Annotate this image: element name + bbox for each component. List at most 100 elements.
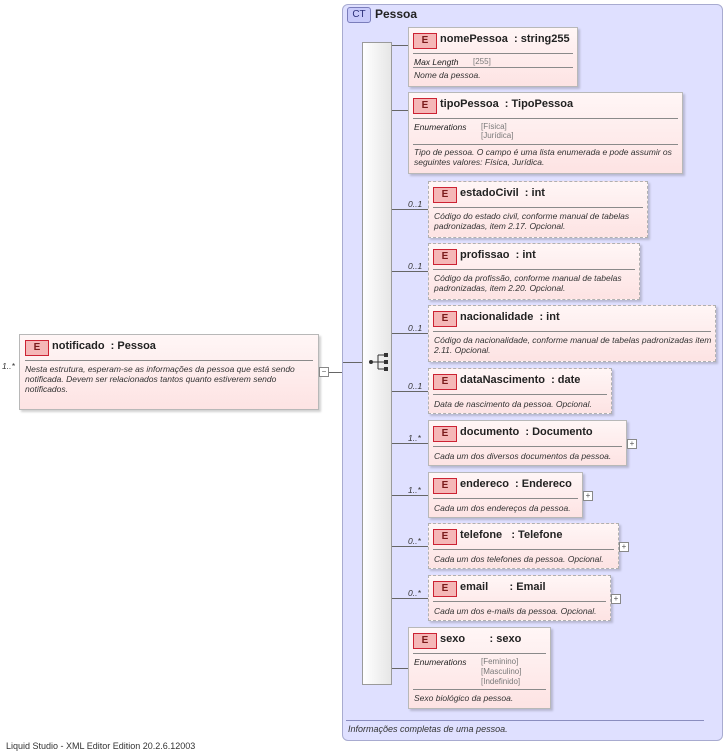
element-title: tipoPessoa : TipoPessoa <box>440 98 574 110</box>
element-cardinality: 0..* <box>408 536 421 546</box>
root-element-node[interactable]: E notificado : Pessoa Nesta estrutura, e… <box>19 334 319 410</box>
element-node-nomePessoa[interactable]: E nomePessoa : string255 Max Length [255… <box>408 27 578 87</box>
separator <box>433 498 578 499</box>
separator <box>413 53 573 54</box>
connector-line <box>392 668 408 669</box>
element-badge: E <box>413 98 437 114</box>
element-node-dataNascimento[interactable]: E dataNascimento : date Data de nascimen… <box>428 368 612 414</box>
complex-type-description: Informações completas de uma pessoa. <box>348 724 508 734</box>
element-badge: E <box>433 311 457 327</box>
separator <box>25 360 313 361</box>
connector-line <box>392 598 428 599</box>
separator <box>433 601 606 602</box>
facet-value: [255] <box>473 57 491 66</box>
facet-label: Max Length <box>414 57 459 67</box>
complex-type-title: Pessoa <box>375 7 418 21</box>
element-cardinality: 0..1 <box>408 199 423 209</box>
element-title: estadoCivil : int <box>460 187 545 199</box>
element-description: Cada um dos telefones da pessoa. Opciona… <box>434 554 604 564</box>
element-node-nacionalidade[interactable]: E nacionalidade : int Código da nacional… <box>428 305 716 362</box>
element-cardinality: 0..* <box>408 588 421 598</box>
element-cardinality: 1..* <box>408 433 421 443</box>
element-node-email[interactable]: E email : Email Cada um dos e-mails da p… <box>428 575 611 621</box>
collapse-icon[interactable]: − <box>319 367 329 377</box>
element-title: dataNascimento : date <box>460 374 581 386</box>
facet-value: [Masculino] <box>481 667 522 676</box>
sequence-icon[interactable] <box>369 352 389 372</box>
element-title: sexo : sexo <box>440 633 522 645</box>
connector-line <box>392 209 428 210</box>
element-description: Cada um dos diversos documentos da pesso… <box>434 451 612 461</box>
connector-line <box>343 362 363 363</box>
expand-icon[interactable]: + <box>627 439 637 449</box>
root-element-title: notificado : Pessoa <box>52 340 156 352</box>
separator <box>433 549 614 550</box>
element-node-estadoCivil[interactable]: E estadoCivil : int Código do estado civ… <box>428 181 648 238</box>
element-description: Tipo de pessoa. O campo é uma lista enum… <box>414 147 672 167</box>
facet-value: [Física] <box>481 122 507 131</box>
element-description: Código da profissão, conforme manual de … <box>434 273 622 293</box>
element-badge: E <box>433 529 457 545</box>
footer-text: Liquid Studio - XML Editor Edition 20.2.… <box>6 741 196 751</box>
element-badge: E <box>433 249 457 265</box>
separator <box>413 67 573 68</box>
element-title: documento : Documento <box>460 426 593 438</box>
element-title: endereco : Endereco <box>460 478 572 490</box>
facet-value: [Indefinido] <box>481 677 521 686</box>
connector-line <box>392 45 408 46</box>
element-node-tipoPessoa[interactable]: E tipoPessoa : TipoPessoa Enumerations [… <box>408 92 683 174</box>
connector-line <box>392 546 428 547</box>
connector-line <box>392 110 408 111</box>
complex-type-badge: CT <box>347 7 371 23</box>
element-description: Código do estado civil, conforme manual … <box>434 211 630 231</box>
element-node-sexo[interactable]: E sexo : sexo Enumerations [Feminino] [M… <box>408 627 551 709</box>
separator <box>433 269 635 270</box>
facet-label: Enumerations <box>414 657 467 667</box>
element-node-documento[interactable]: E documento : Documento Cada um dos dive… <box>428 420 627 466</box>
element-badge: E <box>25 340 49 356</box>
separator <box>413 689 546 690</box>
element-badge: E <box>433 374 457 390</box>
element-title: telefone : Telefone <box>460 529 563 541</box>
element-badge: E <box>413 633 437 649</box>
connector-line <box>329 372 343 373</box>
element-cardinality: 1..* <box>408 485 421 495</box>
connector-line <box>392 333 428 334</box>
element-cardinality: 0..1 <box>408 381 423 391</box>
element-title: email : Email <box>460 581 546 593</box>
expand-icon[interactable]: + <box>611 594 621 604</box>
separator <box>346 720 704 721</box>
connector-line <box>392 391 428 392</box>
root-cardinality: 1..* <box>2 361 15 371</box>
element-badge: E <box>433 478 457 494</box>
element-description: Sexo biológico da pessoa. <box>414 693 514 703</box>
element-cardinality: 0..1 <box>408 261 423 271</box>
separator <box>413 144 678 145</box>
facet-value: [Feminino] <box>481 657 519 666</box>
expand-icon[interactable]: + <box>619 542 629 552</box>
separator <box>433 331 711 332</box>
element-node-profissao[interactable]: E profissao : int Código da profissão, c… <box>428 243 640 300</box>
connector-line <box>392 271 428 272</box>
element-badge: E <box>433 187 457 203</box>
element-description: Nome da pessoa. <box>414 70 481 80</box>
element-node-telefone[interactable]: E telefone : Telefone Cada um dos telefo… <box>428 523 619 569</box>
connector-line <box>392 495 428 496</box>
separator <box>433 207 643 208</box>
separator <box>433 394 607 395</box>
element-title: nacionalidade : int <box>460 311 560 323</box>
connector-line <box>392 443 428 444</box>
element-description: Data de nascimento da pessoa. Opcional. <box>434 399 592 409</box>
element-description: Código da nacionalidade, conforme manual… <box>434 335 712 355</box>
element-node-endereco[interactable]: E endereco : Endereco Cada um dos endere… <box>428 472 583 518</box>
element-title: nomePessoa : string255 <box>440 33 570 45</box>
element-cardinality: 0..1 <box>408 323 423 333</box>
element-description: Cada um dos endereços da pessoa. <box>434 503 571 513</box>
expand-icon[interactable]: + <box>583 491 593 501</box>
separator <box>433 446 622 447</box>
element-badge: E <box>433 426 457 442</box>
separator <box>413 118 678 119</box>
root-element-description: Nesta estrutura, esperam-se as informaçõ… <box>25 364 295 394</box>
facet-value: [Jurídica] <box>481 131 514 140</box>
facet-label: Enumerations <box>414 122 467 132</box>
